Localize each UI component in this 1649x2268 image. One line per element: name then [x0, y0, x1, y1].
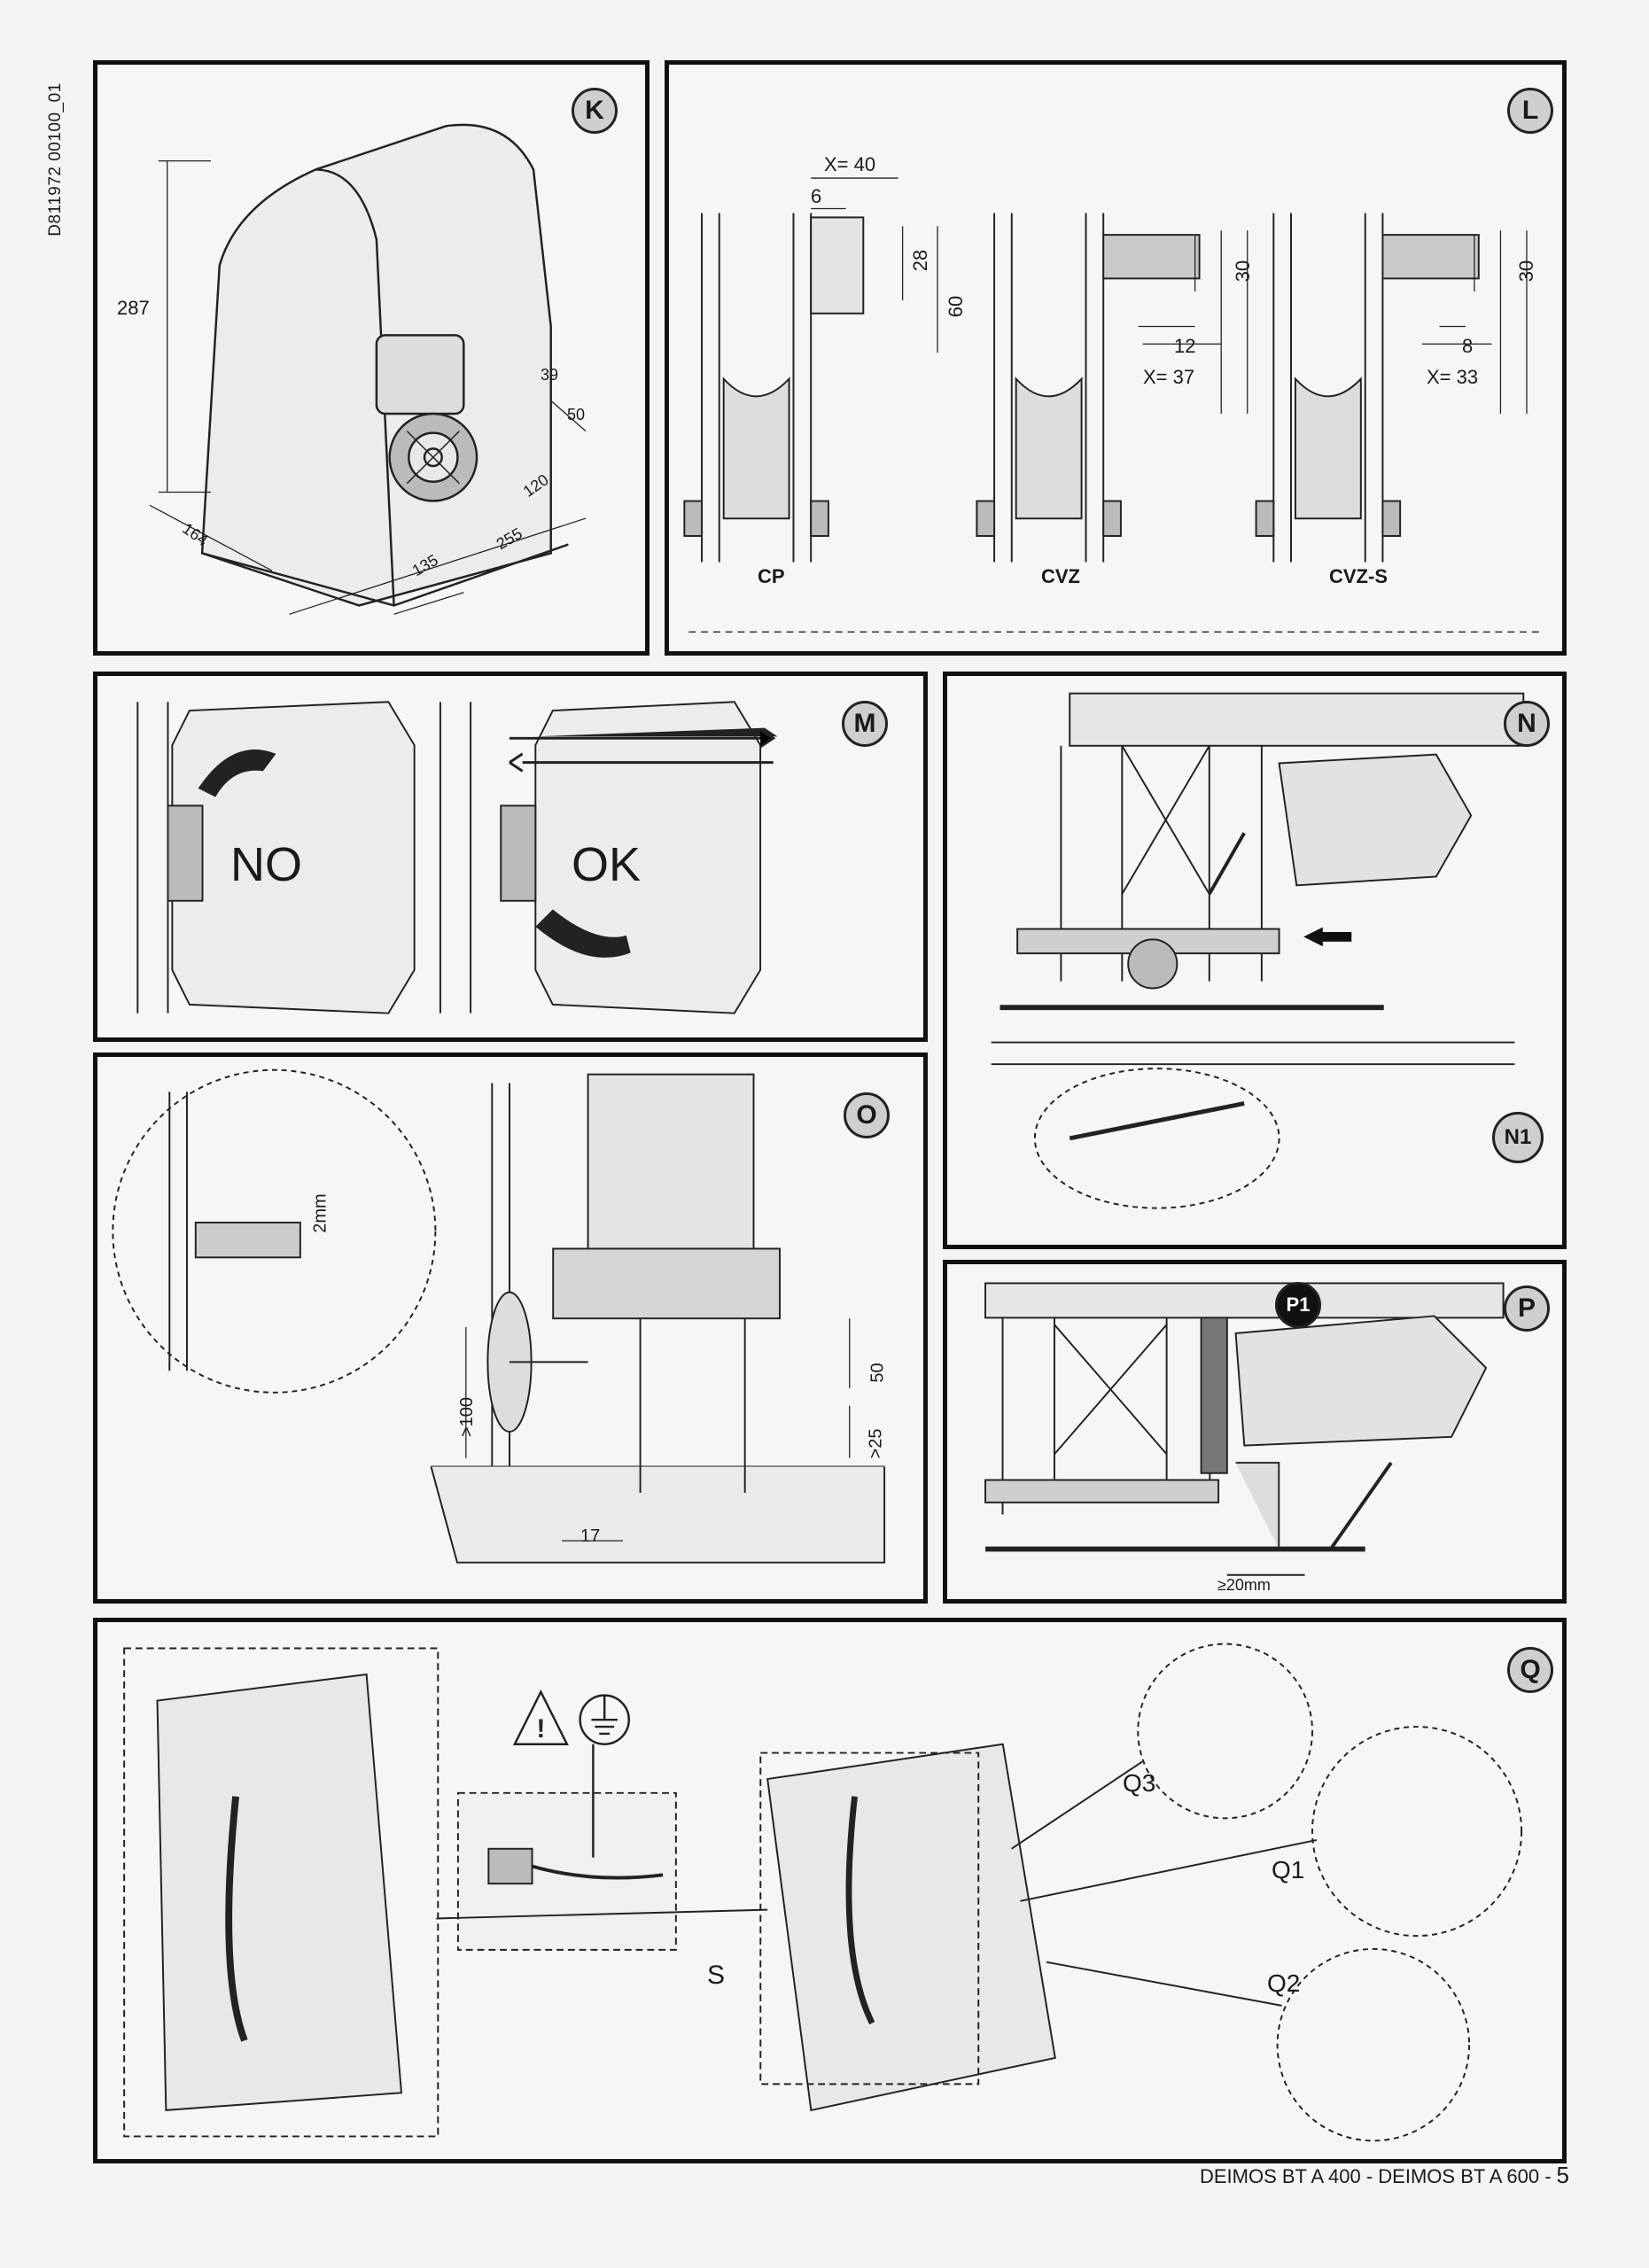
- cp-x: X= 40: [824, 153, 876, 175]
- label-q3: Q3: [1123, 1769, 1156, 1797]
- cvzs-30: 30: [1515, 260, 1538, 283]
- dim-17: 17: [580, 1526, 601, 1546]
- wiring-drawing: !: [123, 1643, 1523, 2142]
- dim-100: >100: [457, 1396, 478, 1438]
- panel-l: L X= 40 6 28 60 CP 30 12 X= 37 CVZ 30 8 …: [665, 60, 1567, 656]
- panel-q: ! Q Q1 Q2 Q3 S: [93, 1618, 1567, 2163]
- badge-n1: N1: [1492, 1112, 1544, 1163]
- cvzs-8: 8: [1462, 335, 1474, 357]
- orientation-no: NO: [230, 838, 302, 891]
- badge-k: K: [572, 88, 618, 134]
- dim-39: 39: [541, 366, 559, 384]
- cp-28: 28: [909, 249, 932, 272]
- page-number: 5: [1556, 2162, 1569, 2188]
- orientation-ok: OK: [572, 838, 642, 891]
- cvz-12: 12: [1174, 335, 1196, 357]
- cvzs-x: X= 33: [1427, 366, 1479, 388]
- dim-25: >25: [866, 1428, 886, 1459]
- page-footer: DEIMOS BT A 400 - DEIMOS BT A 600 -5: [1200, 2162, 1569, 2189]
- dim-50: 50: [867, 1363, 888, 1383]
- badge-p1: P1: [1275, 1282, 1321, 1328]
- panel-n: N N1: [943, 672, 1567, 1249]
- badge-o: O: [844, 1092, 890, 1138]
- svg-text:!: !: [536, 1714, 545, 1744]
- panel-o: O 2mm >100 50 >25 17: [93, 1052, 928, 1604]
- panel-m: M NO OK: [93, 672, 928, 1042]
- motor-dimensions-drawing: [149, 123, 587, 615]
- panel-k: K 287 39 50 120 164 135 255: [93, 60, 649, 656]
- document-code: D811972 00100_01: [43, 62, 69, 257]
- rack-welding-drawing: [991, 692, 1525, 1209]
- document-code-text: D811972 00100_01: [46, 82, 65, 237]
- badge-p: P: [1504, 1285, 1550, 1332]
- panel-p: P P1 ≥20mm: [943, 1260, 1567, 1604]
- dim-287: 287: [117, 297, 150, 319]
- dim-20mm: ≥20mm: [1217, 1576, 1271, 1594]
- mechanical-stop-drawing: [984, 1282, 1505, 1576]
- motor-installation-drawing: [112, 1068, 886, 1564]
- label-q2: Q2: [1267, 1969, 1301, 1997]
- label-q1: Q1: [1272, 1856, 1305, 1884]
- cvz-x: X= 37: [1143, 366, 1195, 388]
- badge-n: N: [1504, 701, 1550, 747]
- dim-2mm: 2mm: [310, 1193, 331, 1233]
- dim-50: 50: [567, 406, 586, 423]
- cvz-30: 30: [1232, 260, 1255, 283]
- motor-orientation-drawing: [136, 701, 778, 1014]
- label-s: S: [707, 1961, 726, 1990]
- cp-label: CP: [758, 565, 785, 587]
- cvzs-label: CVZ-S: [1329, 565, 1388, 587]
- cp-6: 6: [811, 185, 822, 207]
- footer-product: DEIMOS BT A 400 - DEIMOS BT A 600 -: [1199, 2165, 1552, 2187]
- badge-q: Q: [1507, 1647, 1553, 1693]
- badge-l: L: [1507, 88, 1553, 134]
- cvz-label: CVZ: [1041, 565, 1080, 587]
- rack-mounting-drawing: [683, 177, 1544, 633]
- cp-60: 60: [945, 295, 968, 318]
- badge-m: M: [842, 701, 888, 747]
